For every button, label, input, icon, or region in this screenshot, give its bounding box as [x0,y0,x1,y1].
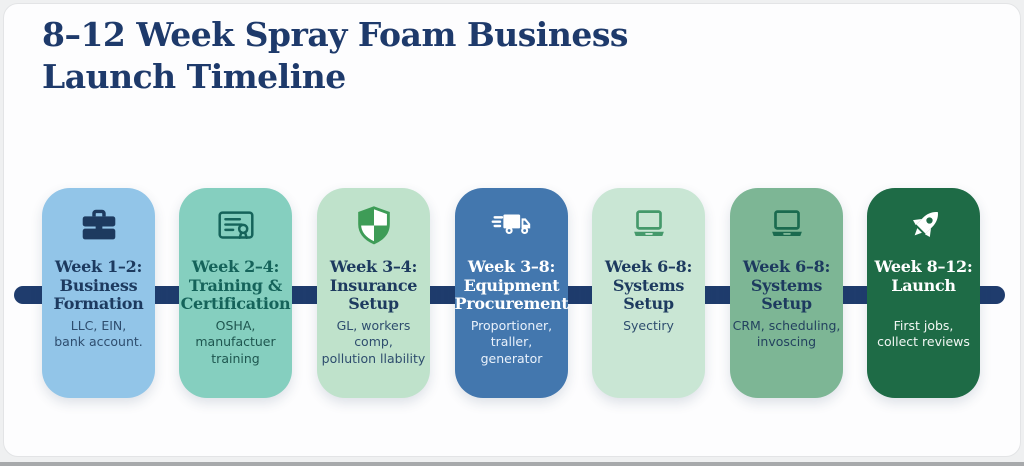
bottom-edge-bar [0,462,1024,466]
page-title: 8–12 Week Spray Foam Business Launch Tim… [42,15,629,97]
timeline-card-launch: Week 8–12: Launch First jobs, collect re… [867,188,980,398]
timeline-card-equipment-procurement: Week 3–8: Equipment Procurement Proporti… [454,188,569,398]
card-subtitle: CRM, scheduling, invoscing [732,318,841,350]
card-title: Week 6–8: Systems Setup [742,257,831,314]
briefcase-icon [74,200,124,252]
timeline-card-systems-setup-b: Week 6–8: Systems Setup CRM, scheduling,… [730,188,843,398]
card-subtitle: GL, workers comp, pollution llability [321,318,426,366]
shield-icon [349,200,399,252]
rocket-icon [899,200,949,252]
timeline-card-business-formation: Week 1–2: Business Formation LLC, EIN, b… [42,188,155,398]
laptop-icon [624,200,674,252]
timeline-card-training-certification: Week 2–4: Training & Certification OSHA,… [179,188,292,398]
card-title: Week 8–12: Launch [874,257,973,295]
card-title: Week 1–2: Business Formation [53,257,144,314]
truck-icon [486,200,538,252]
card-subtitle: LLC, EIN, bank account. [54,318,143,350]
laptop-icon [762,200,812,252]
card-title: Week 3–4: Insurance Setup [329,257,418,314]
timeline-card-systems-setup-a: Week 6–8: Systems Setup Syectiry [592,188,705,398]
timeline-card-insurance-setup: Week 3–4: Insurance Setup GL, workers co… [317,188,430,398]
card-title: Week 6–8: Systems Setup [604,257,693,314]
card-title: Week 3–8: Equipment Procurement [454,257,569,314]
card-title: Week 2–4: Training & Certification [180,257,291,314]
card-subtitle: Proportioner, traller, generator [470,318,553,366]
card-subtitle: OSHA, manufactuer training [195,318,276,366]
card-subtitle: Syectiry [623,318,674,333]
card-subtitle: First jobs, collect reviews [877,318,970,350]
certificate-icon [211,200,261,252]
